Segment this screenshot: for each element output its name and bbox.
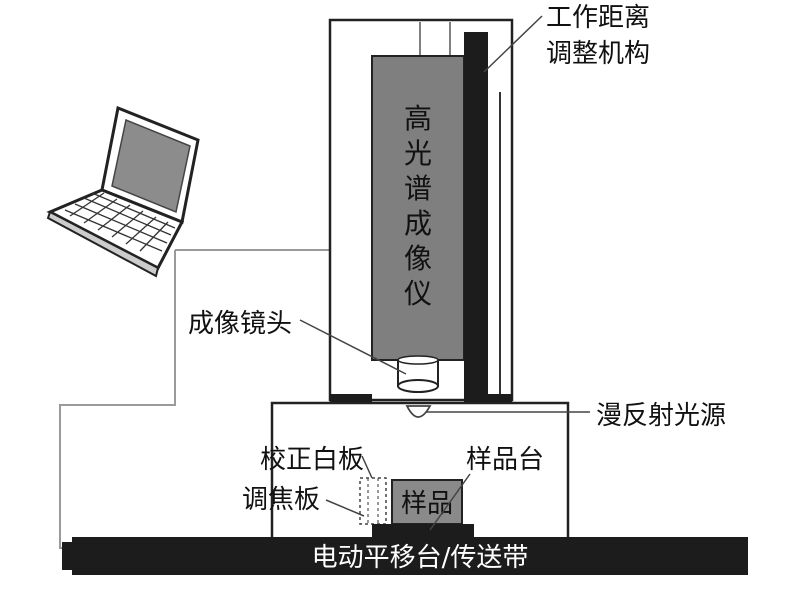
light-source-label: 漫反射光源: [596, 401, 726, 431]
work-distance-label-1: 工作距离: [546, 3, 650, 33]
svg-text:高: 高: [404, 102, 432, 135]
calibration-leader: [361, 455, 373, 479]
mount-block-left: [330, 394, 372, 404]
conveyor-label: 电动平移台/传送带: [312, 543, 529, 573]
sample-label: 样品: [401, 489, 453, 519]
calibration-board: [359, 477, 387, 525]
svg-text:光: 光: [404, 137, 432, 170]
work-distance-leader: [483, 15, 543, 73]
lens-leader: [299, 319, 407, 375]
work-distance-rail: [464, 32, 488, 400]
focus-board-leader: [325, 499, 365, 517]
sample-stage-leader: [429, 473, 471, 531]
sample-stage: [372, 524, 474, 540]
hyperspectral-imager: [371, 55, 465, 361]
light-source-icon: [405, 405, 432, 418]
svg-text:成: 成: [404, 207, 432, 240]
sample-stage-label: 样品台: [466, 445, 544, 475]
mount-block-right: [464, 394, 512, 404]
imager-label: 高 光 谱 成 像 仪: [404, 102, 432, 310]
laptop-icon: [46, 105, 200, 278]
svg-text:谱: 谱: [404, 172, 432, 205]
imaging-lens: [397, 355, 439, 393]
lens-label: 成像镜头: [188, 309, 292, 339]
svg-text:仪: 仪: [404, 277, 432, 310]
conveyor-end: [62, 542, 74, 570]
calibration-board-label: 校正白板: [260, 445, 364, 475]
focus-board-label: 调焦板: [242, 485, 320, 515]
svg-text:像: 像: [404, 242, 432, 275]
work-distance-label-2: 调整机构: [546, 39, 650, 69]
conveyor: [72, 537, 748, 575]
